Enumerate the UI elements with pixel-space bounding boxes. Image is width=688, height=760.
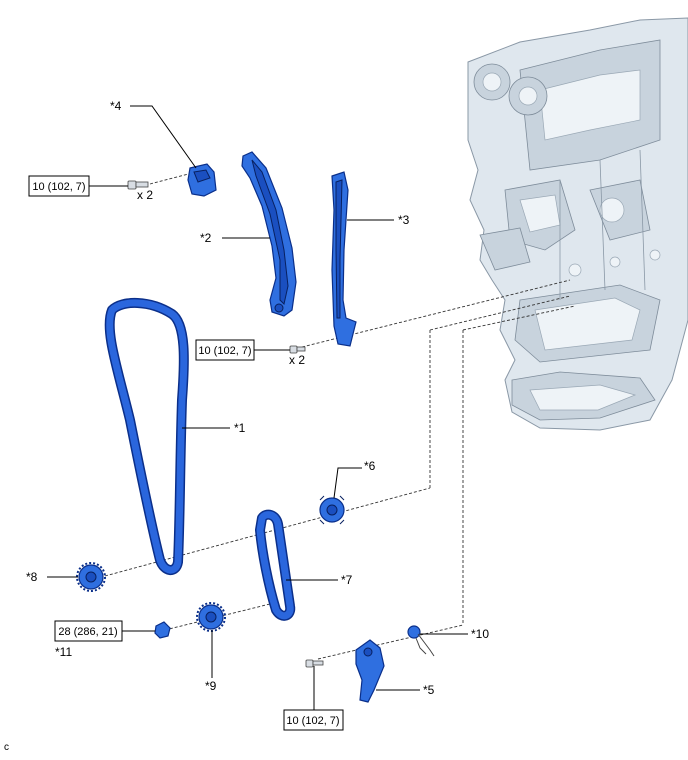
torque-value-2: 10 (102, 7) [198,345,251,357]
torque-box-1: 10 (102, 7) [28,175,90,197]
bolt-middle [289,345,306,354]
callout-11: *11 [55,645,72,659]
bolt-bottom [305,659,324,668]
oil-pump-chain-part [255,509,296,621]
callout-4: *4 [110,99,122,113]
figure-corner-mark: c [4,742,9,753]
crankshaft-sprocket-part [76,562,106,592]
callout-9: *9 [205,679,217,693]
callout-2: *2 [200,231,212,245]
bolt-top-left [127,180,149,190]
torque-value-3: 28 (286, 21) [58,626,117,638]
torque-box-3: 28 (286, 21) [54,620,123,642]
leader-lines [47,105,468,710]
engine-block-illustration [467,17,688,431]
tensioner-plate-part [355,639,385,703]
oil-pump-drive-sprocket-part [319,495,345,525]
chain-slipper-guide-part [241,151,297,317]
quantity-label-2: x 2 [289,353,305,367]
callout-7: *7 [341,573,353,587]
tensioner-spring-part [407,625,435,657]
torque-box-4: 10 (102, 7) [283,709,344,731]
callout-8: *8 [26,570,38,584]
torque-box-2: 10 (102, 7) [195,339,255,361]
quantity-label-1: x 2 [137,188,153,202]
torque-value-4: 10 (102, 7) [286,715,339,727]
callout-6: *6 [364,459,376,473]
torque-value-1: 10 (102, 7) [32,181,85,193]
chain-tensioner-part [187,163,217,197]
callout-10: *10 [471,627,489,641]
callout-1: *1 [234,421,246,435]
callout-3: *3 [398,213,410,227]
timing-chain-part [104,297,189,575]
oil-pump-sprocket-part [196,602,226,632]
callout-5: *5 [423,683,435,697]
chain-guide-part [331,171,357,347]
sprocket-nut-part [154,621,171,639]
